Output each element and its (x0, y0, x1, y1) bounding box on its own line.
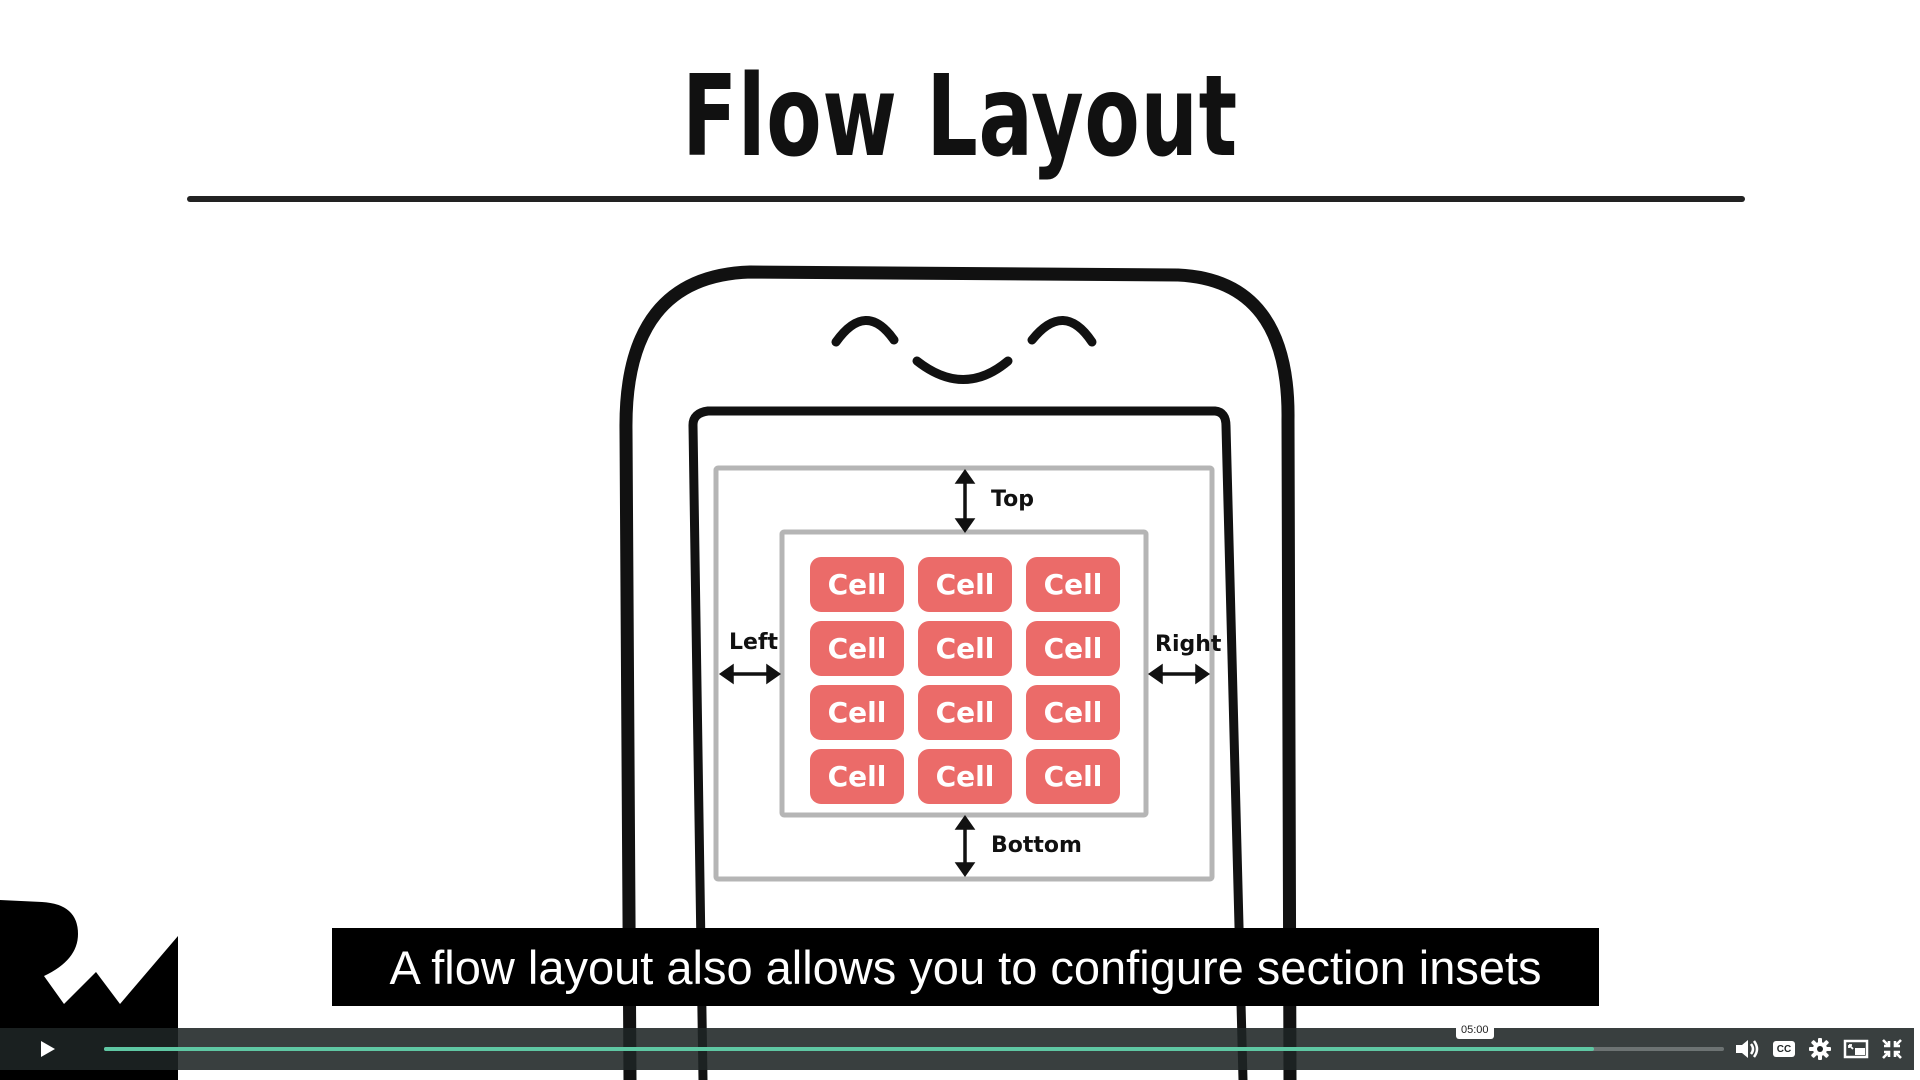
content-outline (779, 529, 1149, 818)
slide-title: Flow Layout (682, 52, 1238, 182)
right-eye (1027, 316, 1097, 347)
cell-item: Cell (1026, 685, 1120, 740)
picture-in-picture-button[interactable] (1842, 1036, 1870, 1062)
section-outline (713, 465, 1215, 882)
inset-label-right: Right (1155, 632, 1222, 657)
left-eye (831, 316, 899, 347)
closed-captions-icon: CC (1773, 1041, 1795, 1057)
cell-item: Cell (810, 685, 904, 740)
play-button[interactable] (30, 1036, 64, 1062)
inset-label-bottom: Bottom (991, 833, 1082, 858)
title-divider (187, 196, 1745, 202)
phone-screen-outline (688, 406, 1248, 1080)
volume-button[interactable] (1733, 1036, 1761, 1062)
cell-item: Cell (1026, 749, 1120, 804)
hover-timecode: 05:00 (1456, 1021, 1494, 1039)
cell-item: Cell (918, 557, 1012, 612)
subtitle-caption: A flow layout also allows you to configu… (332, 928, 1599, 1006)
video-control-bar: CC (0, 1028, 1914, 1070)
cell-item: Cell (810, 749, 904, 804)
progress-fill (104, 1047, 1595, 1051)
cell-item: Cell (918, 685, 1012, 740)
cell-item: Cell (1026, 557, 1120, 612)
cell-item: Cell (810, 557, 904, 612)
progress-scrubber[interactable] (104, 1047, 1724, 1051)
play-icon (41, 1041, 55, 1057)
settings-button[interactable] (1806, 1036, 1834, 1062)
smile (912, 356, 1013, 384)
closed-captions-button[interactable]: CC (1770, 1036, 1798, 1062)
picture-in-picture-icon (1843, 1039, 1869, 1059)
settings-gear-icon (1809, 1038, 1831, 1060)
exit-fullscreen-icon (1882, 1039, 1902, 1059)
cell-item: Cell (1026, 621, 1120, 676)
exit-fullscreen-button[interactable] (1878, 1036, 1906, 1062)
volume-icon (1736, 1040, 1759, 1058)
cell-item: Cell (918, 749, 1012, 804)
cell-item: Cell (918, 621, 1012, 676)
phone-outline (619, 265, 1297, 1080)
inset-label-top: Top (991, 487, 1034, 512)
inset-label-left: Left (729, 630, 779, 655)
cell-item: Cell (810, 621, 904, 676)
